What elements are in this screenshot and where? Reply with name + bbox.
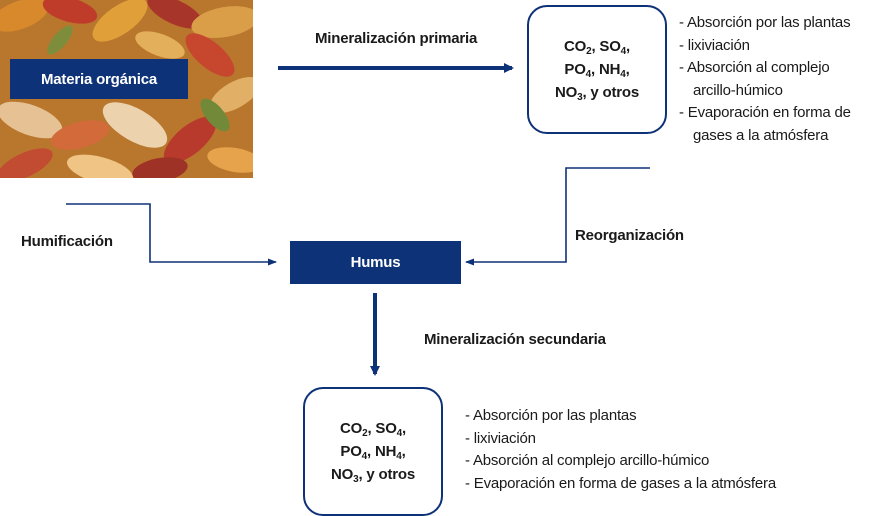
po4-subscript: 4 <box>585 69 592 80</box>
arrow-reorganizacion <box>465 167 650 266</box>
list-item: Evaporación en forma de gases a la atmós… <box>465 473 865 496</box>
autumn-leaves-image <box>0 0 253 178</box>
po4-subscript: 4 <box>361 451 368 462</box>
nh4-comma: , <box>401 443 406 460</box>
po4-text: PO <box>340 443 362 460</box>
mineralizacion-primaria-label: Mineralización primaria <box>315 30 478 47</box>
nh4-comma: , <box>625 61 630 78</box>
autumn-leaves-photo <box>0 0 253 178</box>
so4-text: , SO <box>367 420 397 437</box>
so4-comma: , <box>402 420 407 437</box>
materia-organica-box: Materia orgánica <box>10 59 188 99</box>
co2-subscript: 2 <box>362 428 368 439</box>
list-item: lixiviación <box>465 428 865 451</box>
po4-text: PO <box>564 61 586 78</box>
destinos-list-top: Absorción por las plantas lixiviación Ab… <box>679 12 874 147</box>
list-item: lixiviación <box>679 35 874 58</box>
no3-subscript: 3 <box>577 92 583 103</box>
list-item: Absorción al complejo arcillo-húmico <box>679 57 874 102</box>
humus-label: Humus <box>350 254 401 271</box>
mineralizacion-secundaria-label: Mineralización secundaria <box>424 331 606 348</box>
nh4-subscript: 4 <box>396 451 402 462</box>
products-line-3: NO3, y otros <box>555 81 639 104</box>
products-line-1: CO2, SO4, <box>564 35 630 58</box>
productos-mineralizacion-primaria-box: CO2, SO4, PO4, NH4, NO3, y otros <box>527 5 667 134</box>
nh4-text: , NH <box>591 61 621 78</box>
list-item: Absorción al complejo arcillo-húmico <box>465 450 865 473</box>
destinos-list-bottom: Absorción por las plantas lixiviación Ab… <box>465 405 865 495</box>
list-item: Evaporación en forma de gases a la atmós… <box>679 102 874 147</box>
nh4-subscript: 4 <box>620 69 626 80</box>
co2-subscript: 2 <box>586 46 592 57</box>
so4-comma: , <box>626 38 631 55</box>
arrow-humificacion <box>66 203 277 266</box>
list-item: Absorción por las plantas <box>465 405 865 428</box>
reorganizacion-label: Reorganización <box>575 227 684 244</box>
products-line-3: NO3, y otros <box>331 463 415 486</box>
no3-subscript: 3 <box>353 474 359 485</box>
co2-text: CO <box>563 38 587 55</box>
products-line-2: PO4, NH4, <box>564 58 629 81</box>
productos-mineralizacion-secundaria-box: CO2, SO4, PO4, NH4, NO3, y otros <box>303 387 443 516</box>
materia-organica-label: Materia orgánica <box>40 70 157 88</box>
so4-subscript: 4 <box>396 428 403 439</box>
so4-subscript: 4 <box>620 46 627 57</box>
co2-text: CO <box>339 420 363 437</box>
so4-text: , SO <box>591 38 621 55</box>
humificacion-label: Humificación <box>21 233 113 250</box>
no3-text: NO <box>554 84 578 101</box>
y-otros-text: , y otros <box>358 466 416 483</box>
nh4-text: , NH <box>367 443 397 460</box>
products-line-1: CO2, SO4, <box>340 417 406 440</box>
no3-text: NO <box>330 466 354 483</box>
y-otros-text: , y otros <box>582 84 640 101</box>
list-item: Absorción por las plantas <box>679 12 874 35</box>
products-line-2: PO4, NH4, <box>340 440 405 463</box>
humus-box: Humus <box>290 241 461 284</box>
